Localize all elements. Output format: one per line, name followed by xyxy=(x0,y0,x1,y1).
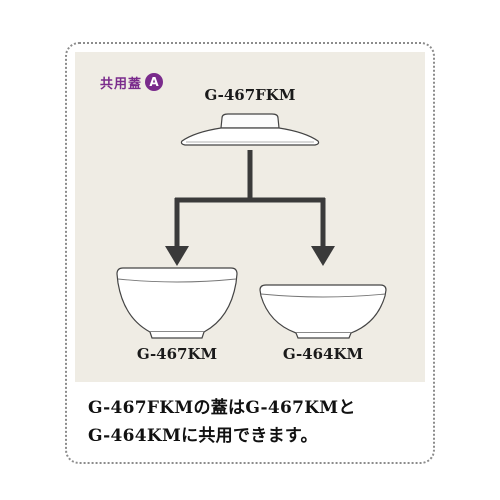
bowl-464-code-label: G-464KM xyxy=(282,345,364,363)
badge-text: 共用蓋 xyxy=(100,76,143,92)
bowl-icon xyxy=(259,284,387,339)
badge-letter-circle: A xyxy=(145,73,164,91)
shared-lid-badge: 共用蓋 A xyxy=(100,71,164,93)
bowl-467-code-label: G-467KM xyxy=(136,345,218,363)
connector-lines xyxy=(174,150,326,248)
caption-line-1: G-467FKMの蓋はG-467KMと xyxy=(88,398,356,418)
arrow-down-icon xyxy=(311,246,335,266)
bowl-icon xyxy=(116,267,238,339)
caption-line-2: G-464KMに共用できます。 xyxy=(88,426,318,446)
lid-icon xyxy=(180,113,320,146)
compatibility-caption: G-467FKMの蓋はG-467KMと G-464KMに共用できます。 xyxy=(88,394,418,450)
diagram-panel xyxy=(75,52,425,382)
lid-code-label: G-467FKM xyxy=(204,86,296,104)
arrow-down-icon xyxy=(165,246,189,266)
